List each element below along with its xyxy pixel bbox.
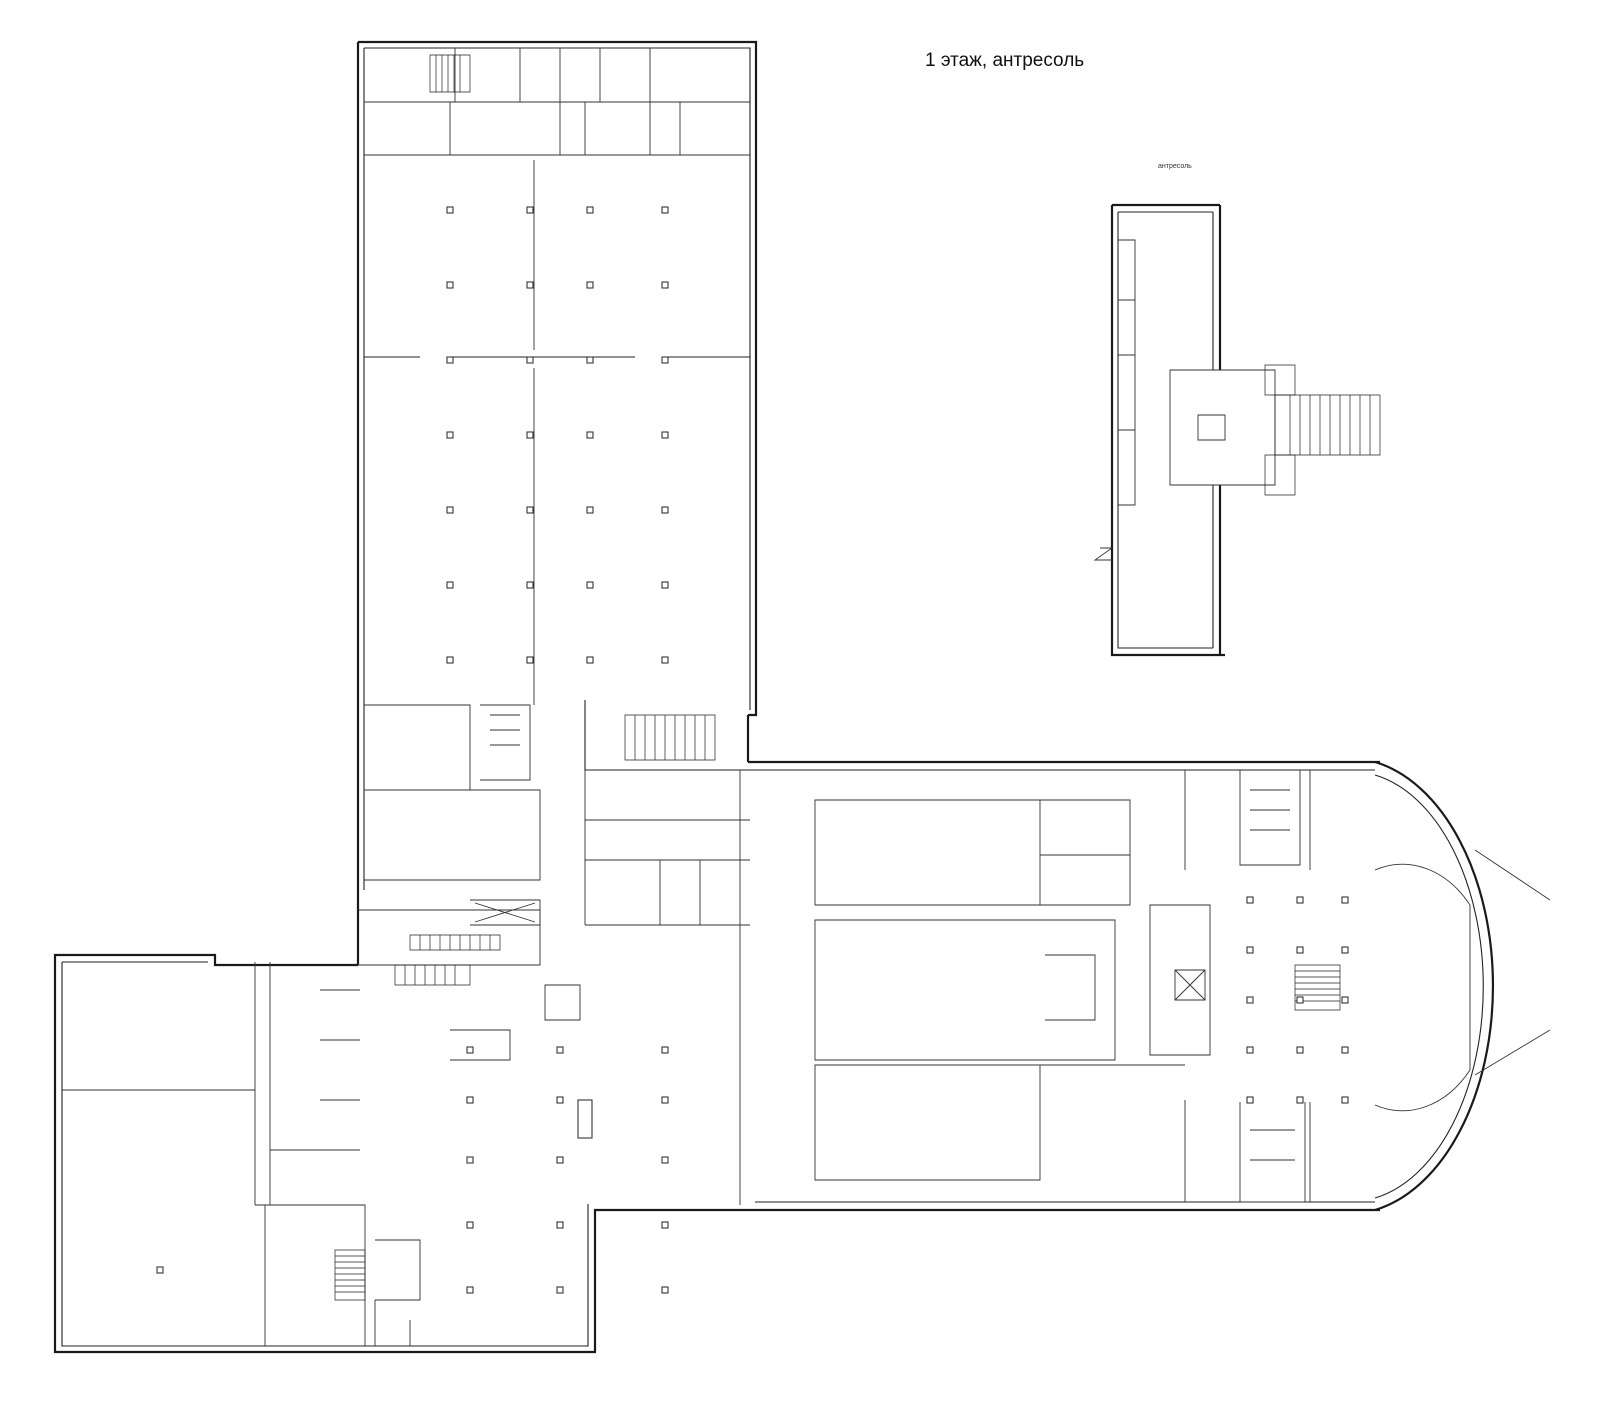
column-marker bbox=[556, 1221, 564, 1229]
column-marker bbox=[661, 431, 669, 439]
column-marker bbox=[556, 1156, 564, 1164]
column-marker bbox=[1246, 1096, 1254, 1104]
column-marker bbox=[586, 281, 594, 289]
column-marker bbox=[526, 656, 534, 664]
column-marker bbox=[661, 581, 669, 589]
column-marker bbox=[466, 1156, 474, 1164]
column-marker bbox=[661, 1286, 669, 1294]
column-marker bbox=[1296, 1046, 1304, 1054]
mezzanine-label: антресоль bbox=[1158, 163, 1192, 170]
column-marker bbox=[446, 431, 454, 439]
column-marker bbox=[661, 656, 669, 664]
column-marker bbox=[526, 281, 534, 289]
column-marker bbox=[1296, 896, 1304, 904]
column-marker bbox=[586, 356, 594, 364]
column-marker bbox=[556, 1286, 564, 1294]
column-marker bbox=[661, 356, 669, 364]
column-marker bbox=[1246, 1046, 1254, 1054]
column-marker bbox=[1246, 896, 1254, 904]
column-marker bbox=[661, 1096, 669, 1104]
column-marker bbox=[446, 656, 454, 664]
column-marker bbox=[586, 656, 594, 664]
central-block bbox=[53, 770, 1380, 1354]
east-wing bbox=[746, 715, 1551, 1212]
north-wing bbox=[356, 40, 760, 895]
column-marker bbox=[446, 506, 454, 514]
column-marker bbox=[661, 1221, 669, 1229]
column-marker bbox=[661, 1156, 669, 1164]
column-marker bbox=[1296, 996, 1304, 1004]
column-marker bbox=[526, 581, 534, 589]
column-marker bbox=[1341, 1046, 1349, 1054]
column-marker bbox=[526, 206, 534, 214]
column-marker bbox=[661, 206, 669, 214]
column-marker bbox=[1246, 996, 1254, 1004]
column-marker bbox=[526, 431, 534, 439]
column-marker bbox=[556, 1096, 564, 1104]
column-marker bbox=[1296, 1096, 1304, 1104]
column-marker bbox=[446, 356, 454, 364]
column-marker bbox=[1246, 946, 1254, 954]
column-marker bbox=[661, 1046, 669, 1054]
column-marker bbox=[446, 206, 454, 214]
column-marker bbox=[556, 1046, 564, 1054]
column-marker bbox=[586, 431, 594, 439]
column-marker bbox=[446, 581, 454, 589]
column-marker bbox=[1341, 1096, 1349, 1104]
structural-columns bbox=[156, 206, 1349, 1294]
column-marker bbox=[586, 506, 594, 514]
column-marker bbox=[586, 581, 594, 589]
column-marker bbox=[1341, 896, 1349, 904]
column-marker bbox=[1296, 946, 1304, 954]
column-marker bbox=[446, 281, 454, 289]
plan-title: 1 этаж, антресоль bbox=[925, 50, 1085, 71]
column-marker bbox=[586, 206, 594, 214]
column-marker bbox=[466, 1221, 474, 1229]
column-marker bbox=[1341, 996, 1349, 1004]
column-marker bbox=[1341, 946, 1349, 954]
column-marker bbox=[466, 1286, 474, 1294]
column-marker bbox=[661, 506, 669, 514]
column-marker bbox=[156, 1266, 164, 1274]
column-marker bbox=[526, 356, 534, 364]
mezzanine-plan bbox=[1093, 203, 1381, 657]
column-marker bbox=[466, 1046, 474, 1054]
column-marker bbox=[466, 1096, 474, 1104]
column-marker bbox=[661, 281, 669, 289]
column-marker bbox=[526, 506, 534, 514]
